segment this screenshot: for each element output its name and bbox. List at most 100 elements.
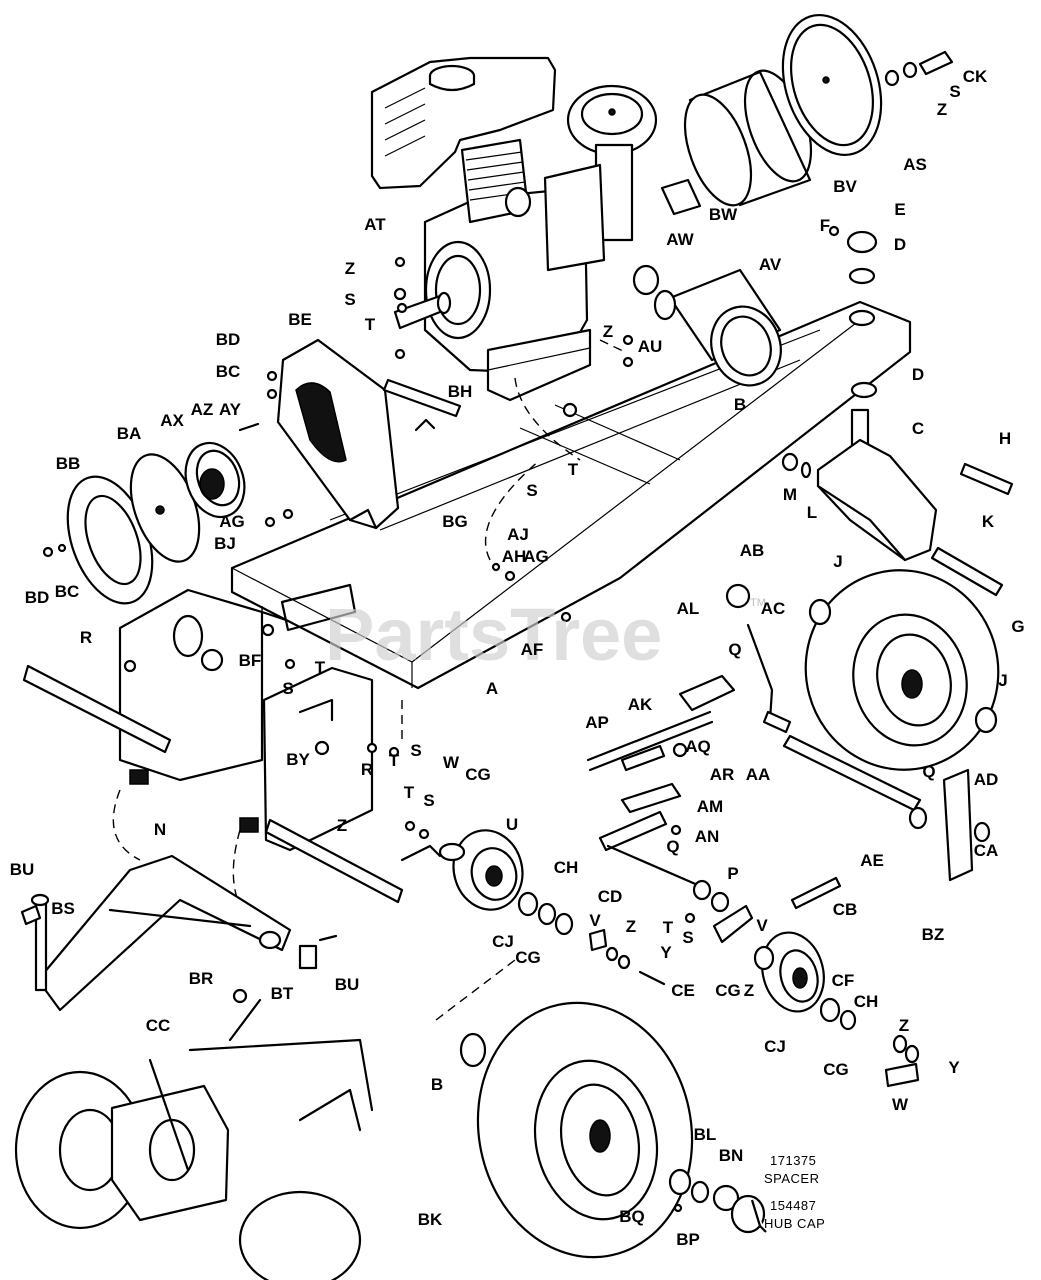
callout-s5: S xyxy=(410,741,421,760)
callout-bg: BG xyxy=(442,512,468,531)
callout-m: M xyxy=(783,485,797,504)
callout-w2: W xyxy=(892,1095,909,1114)
callout-bj: BJ xyxy=(214,534,236,553)
callout-aj: AJ xyxy=(507,525,529,544)
callout-cg2: CG xyxy=(515,948,541,967)
callout-aq: AQ xyxy=(685,737,711,756)
clutch-assembly xyxy=(66,422,260,605)
callout-s1: S xyxy=(949,82,960,101)
callout-d2: D xyxy=(912,365,924,384)
callout-s4: S xyxy=(282,679,293,698)
engine xyxy=(370,56,658,402)
callout-ah: AH xyxy=(502,547,527,566)
callout-bw: BW xyxy=(709,205,738,224)
pulleys xyxy=(400,829,857,1031)
callout-cb: CB xyxy=(833,900,858,919)
callout-al: AL xyxy=(677,599,700,618)
callout-bv: BV xyxy=(833,177,857,196)
callout-ch1: CH xyxy=(554,858,579,877)
callout-w1: W xyxy=(443,753,460,772)
callout-e: E xyxy=(894,200,905,219)
callout-bz: BZ xyxy=(922,925,945,944)
callout-ae: AE xyxy=(860,851,884,870)
callout-cd: CD xyxy=(598,887,623,906)
spacer-part-number: 171375 xyxy=(770,1153,816,1168)
callout-ck: CK xyxy=(963,67,988,86)
callout-ca: CA xyxy=(974,841,999,860)
callout-cg1: CG xyxy=(465,765,491,784)
watermark: PartsTree xyxy=(325,593,662,676)
callout-au: AU xyxy=(638,337,663,356)
callout-d1: D xyxy=(894,235,906,254)
callout-f: F xyxy=(820,216,830,235)
callout-ac: AC xyxy=(761,599,786,618)
callout-aw: AW xyxy=(666,230,694,249)
callout-t6: T xyxy=(663,918,674,937)
callout-bs: BS xyxy=(51,899,75,918)
callout-s7: S xyxy=(682,928,693,947)
callout-s6: S xyxy=(423,791,434,810)
callout-a: A xyxy=(486,679,498,698)
callout-by: BY xyxy=(286,750,310,769)
drive-drum-parts xyxy=(632,13,954,399)
callout-v1: V xyxy=(589,911,601,930)
callout-t4: T xyxy=(389,751,400,770)
callout-c: C xyxy=(912,419,924,438)
callout-u: U xyxy=(506,815,518,834)
belt-guard xyxy=(276,338,400,530)
callout-t2: T xyxy=(568,460,579,479)
callout-s3: S xyxy=(526,481,537,500)
callout-z2: Z xyxy=(345,259,355,278)
callout-z5: Z xyxy=(626,917,636,936)
callout-af: AF xyxy=(521,640,544,659)
callout-l: L xyxy=(807,503,817,522)
callout-q1: Q xyxy=(728,640,741,659)
callout-bf: BF xyxy=(239,651,262,670)
callout-br: BR xyxy=(189,969,214,988)
linkage xyxy=(586,623,991,1088)
callout-cc: CC xyxy=(146,1016,171,1035)
tow-bar xyxy=(30,854,318,1012)
callout-ar: AR xyxy=(710,765,735,784)
callout-ba: BA xyxy=(117,424,142,443)
callout-cg4: CG xyxy=(823,1060,849,1079)
callout-b1: B xyxy=(734,395,746,414)
callout-t5: T xyxy=(404,783,415,802)
callout-am: AM xyxy=(697,797,723,816)
callout-bn: BN xyxy=(719,1146,744,1165)
callout-ad: AD xyxy=(974,770,999,789)
wheel-g xyxy=(725,569,1000,812)
callout-y1: Y xyxy=(660,943,672,962)
callout-t3: T xyxy=(315,658,326,677)
callout-z1: Z xyxy=(937,100,947,119)
caster-assembly xyxy=(781,408,1014,597)
callout-bk: BK xyxy=(418,1210,443,1229)
callout-ag1: AG xyxy=(219,512,245,531)
callout-ay: AY xyxy=(219,400,242,419)
callout-ce: CE xyxy=(671,981,695,1000)
callout-bl: BL xyxy=(694,1125,717,1144)
callout-n: N xyxy=(154,820,166,839)
callout-cj1: CJ xyxy=(492,932,514,951)
callout-bc1: BC xyxy=(216,362,241,381)
callout-ak: AK xyxy=(628,695,653,714)
callout-az: AZ xyxy=(191,400,214,419)
callout-g: G xyxy=(1011,617,1024,636)
callout-h: H xyxy=(999,429,1011,448)
front-bracket xyxy=(22,588,404,904)
callout-bd2: BD xyxy=(25,588,50,607)
callout-be: BE xyxy=(288,310,312,329)
callout-v2: V xyxy=(756,916,768,935)
callout-cj2: CJ xyxy=(764,1037,786,1056)
callout-as: AS xyxy=(903,155,927,174)
callout-bh: BH xyxy=(448,382,473,401)
callout-bd1: BD xyxy=(216,330,241,349)
callout-bt: BT xyxy=(271,984,294,1003)
hubcap-part-number: 154487 xyxy=(770,1198,816,1213)
assembled-view xyxy=(14,988,374,1280)
callout-p: P xyxy=(727,864,738,883)
callout-z4: Z xyxy=(337,816,347,835)
callout-bq: BQ xyxy=(619,1207,645,1226)
